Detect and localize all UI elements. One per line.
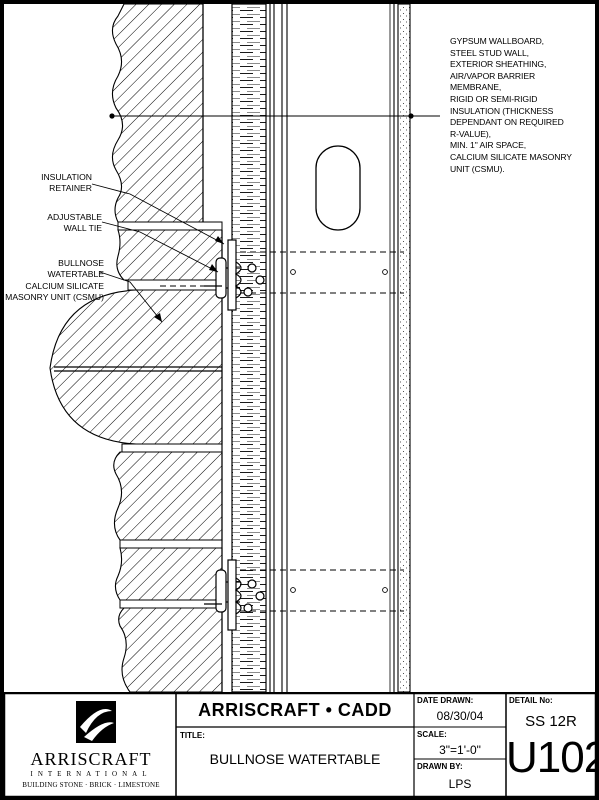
logo-company-name: ARRISCRAFT <box>30 749 152 769</box>
scale-label: SCALE: <box>417 730 447 739</box>
note-line: UNIT (CSMU). <box>450 163 505 174</box>
note-line: AIR/VAPOR BARRIER <box>450 70 536 81</box>
callout-line: ADJUSTABLE <box>47 212 102 222</box>
note-line: MEMBRANE, <box>450 82 502 93</box>
callout-line: WALL TIE <box>63 223 102 234</box>
arriscraft-logo-emblem <box>76 701 116 743</box>
callout-line: INSULATION <box>41 172 92 182</box>
gypsum-wallboard <box>397 3 411 692</box>
note-line: RIGID OR SEMI-RIGID <box>450 93 538 104</box>
drawn-by-value: LPS <box>448 777 472 791</box>
note-line: CALCIUM SILICATE MASONRY <box>450 151 572 162</box>
csmu-masonry-units <box>49 3 223 692</box>
callout-adjustable-wall-tie: ADJUSTABLE WALL TIE <box>8 212 102 235</box>
note-line: GYPSUM WALLBOARD, <box>450 36 544 46</box>
csmu-base-unit <box>118 607 223 692</box>
callout-line: MASONRY UNIT (CSMU) <box>5 292 104 303</box>
note-line: DEPENDANT ON REQUIRED <box>450 117 564 128</box>
scale-value: 3"=1'-0" <box>439 743 481 757</box>
callout-line: RETAINER <box>49 183 92 194</box>
callout-insulation-retainer: INSULATION RETAINER <box>8 172 92 195</box>
logo-subtitle: INTERNATIONAL <box>30 770 152 778</box>
csmu-lower-course <box>113 451 223 541</box>
note-line: R-VALUE), <box>450 128 491 139</box>
drawing-title: BULLNOSE WATERTABLE <box>209 751 381 767</box>
note-line: INSULATION (THICKNESS <box>450 105 554 116</box>
rigid-insulation <box>231 3 267 692</box>
csmu-upper-course <box>116 229 223 281</box>
detail-number: U102 <box>506 733 599 782</box>
callout-line: CALCIUM SILICATE <box>25 280 104 291</box>
note-line: MIN. 1" AIR SPACE, <box>450 140 527 151</box>
drawn-by-label: DRAWN BY: <box>417 762 463 771</box>
csmu-bottom-unit <box>114 547 223 601</box>
csmu-top-unit <box>111 3 204 223</box>
note-line: STEEL STUD WALL, <box>450 47 529 58</box>
detail-sub: SS 12R <box>525 713 577 730</box>
steel-stud <box>315 4 395 692</box>
logo-tagline: BUILDING STONE · BRICK · LIMESTONE <box>22 781 160 789</box>
title-block-frame <box>4 693 596 797</box>
stud-knockout <box>315 145 361 231</box>
material-notes: GYPSUM WALLBOARD, STEEL STUD WALL, EXTER… <box>450 36 590 175</box>
title-label: TITLE: <box>180 731 205 740</box>
detail-label: DETAIL No: <box>509 696 553 705</box>
callout-bullnose-watertable: BULLNOSE WATERTABLE CALCIUM SILICATE MAS… <box>4 258 104 304</box>
header-title: ARRISCRAFT • CADD <box>198 700 392 720</box>
note-line: EXTERIOR SHEATHING, <box>450 59 547 70</box>
wall-tie-lower <box>204 559 265 631</box>
callout-line: BULLNOSE WATERTABLE <box>47 258 104 280</box>
title-block: ARRISCRAFT INTERNATIONAL BUILDING STONE … <box>4 693 599 797</box>
sheathing-layers <box>269 4 288 692</box>
date-label: DATE DRAWN: <box>417 696 474 705</box>
callout-leaders <box>91 183 225 323</box>
date-value: 08/30/04 <box>436 709 484 723</box>
wall-tie-upper <box>204 239 265 311</box>
section-detail-drawing <box>4 3 595 692</box>
